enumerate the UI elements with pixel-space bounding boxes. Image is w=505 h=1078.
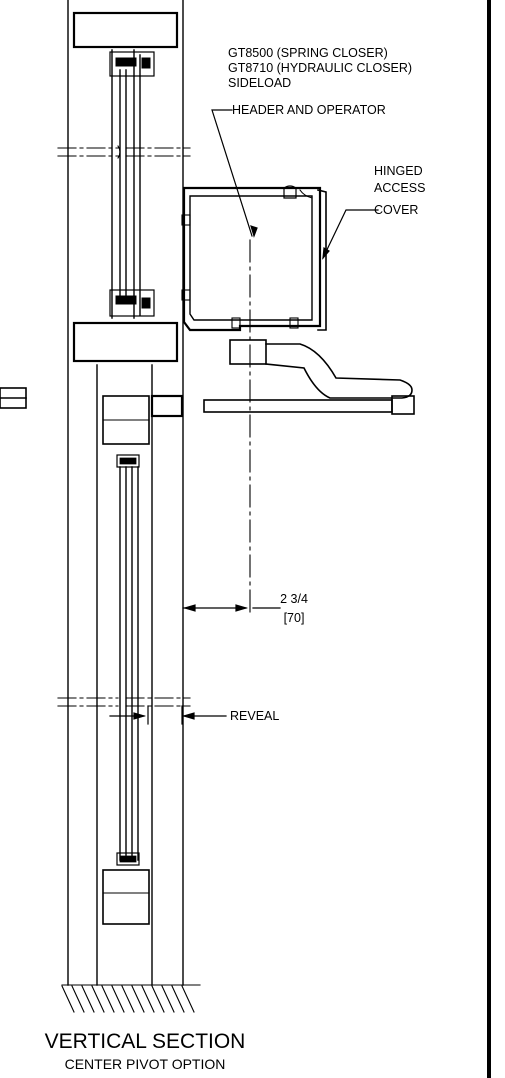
reveal-label: REVEAL bbox=[230, 709, 280, 723]
top-header-block bbox=[72, 11, 179, 49]
drawing-subtitle: CENTER PIVOT OPTION bbox=[64, 1056, 226, 1072]
width-dimension-arrows bbox=[182, 604, 281, 612]
door-leaf-section bbox=[96, 364, 153, 986]
drawing-title: VERTICAL SECTION bbox=[44, 1030, 246, 1053]
cover-label-line-2: ACCESS bbox=[374, 181, 426, 195]
operator-label-line-2: GT8710 (HYDRAULIC CLOSER) bbox=[228, 61, 413, 75]
operator-arm bbox=[150, 339, 415, 418]
floor-hatch bbox=[61, 984, 201, 1013]
cover-label-line-1: HINGED bbox=[374, 164, 423, 178]
frame-jambs bbox=[67, 0, 184, 986]
reveal-dimension-arrows bbox=[109, 705, 227, 725]
operator-label-line-1: GT8500 (SPRING CLOSER) bbox=[228, 46, 388, 60]
operator-label-line-4: HEADER AND OPERATOR bbox=[232, 103, 386, 117]
left-stop-fragment bbox=[0, 387, 27, 409]
callout-leaders bbox=[211, 109, 379, 260]
cover-label-line-3: COVER bbox=[374, 203, 419, 217]
dimension-imperial: 2 3/4 bbox=[280, 592, 308, 606]
transom-glazing bbox=[109, 49, 155, 319]
dimension-metric: [70] bbox=[283, 611, 305, 625]
break-line-upper bbox=[57, 145, 191, 159]
operator-header-box bbox=[181, 185, 327, 332]
middle-header-block bbox=[72, 321, 179, 363]
operator-label-line-3: SIDELOAD bbox=[228, 76, 292, 90]
break-line-lower bbox=[57, 697, 191, 707]
